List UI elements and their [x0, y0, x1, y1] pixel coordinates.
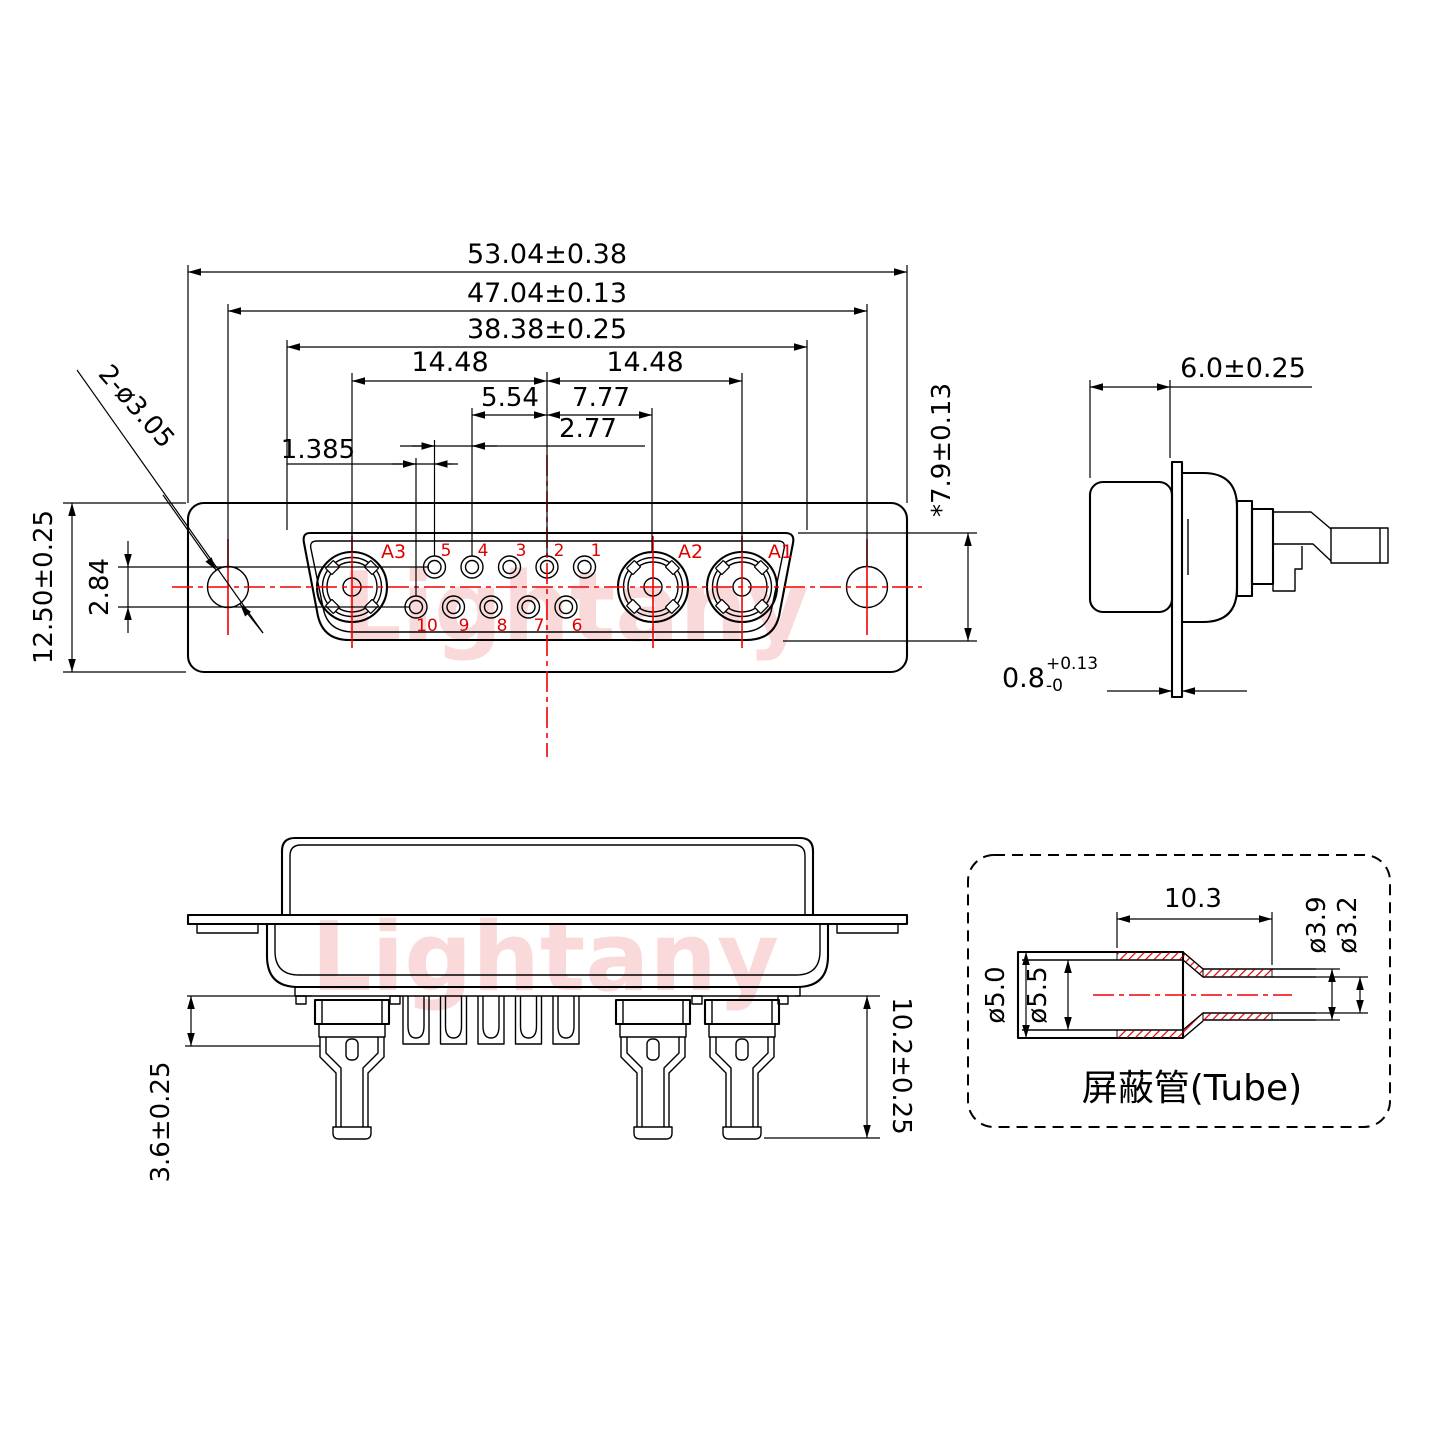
tube-dim-lines	[1022, 912, 1368, 1038]
side-step2	[1250, 507, 1275, 586]
dim-row-gap: 2.84	[85, 558, 115, 616]
dim-hole-span: 47.04±0.13	[467, 278, 627, 309]
label-pin-10: 10	[416, 616, 438, 636]
side-flange	[1170, 460, 1184, 699]
side-view: 6.0±0.25 0.8 +0.13 -0	[1002, 353, 1389, 699]
label-a1: A1	[768, 541, 793, 563]
dim-flange-tol-plus: +0.13	[1046, 654, 1098, 674]
dim-center-to-a3: 14.48	[411, 347, 488, 378]
tube-detail-border	[967, 854, 1391, 1128]
dim-pin4-to-center: 5.54	[481, 383, 539, 413]
dim-center-to-a1: 14.48	[606, 347, 683, 378]
coax-terminal-a3	[313, 998, 391, 1141]
dim-id-small: ø3.2	[1333, 896, 1363, 953]
label-a2: A2	[678, 541, 703, 563]
insulator-plate	[294, 986, 801, 997]
front-view: 53.04±0.38 47.04±0.13 38.38±0.25 14.48 1…	[29, 239, 977, 757]
label-pin-1: 1	[591, 541, 602, 561]
dimension-lines	[68, 268, 972, 672]
flange-ear-right	[836, 923, 899, 934]
watermark-front: Lightany	[341, 553, 809, 663]
dim-flange-tol-minus: -0	[1046, 676, 1063, 696]
side-dim-lines	[1089, 380, 1312, 695]
side-rear-body	[1180, 471, 1239, 624]
insert-outline-outer	[302, 531, 795, 642]
label-pin-3: 3	[516, 541, 527, 561]
dim-shell-depth: 6.0±0.25	[1180, 353, 1306, 384]
dim-cup-length: 3.6±0.25	[146, 1061, 176, 1182]
label-pin-2: 2	[554, 541, 565, 561]
label-pin-9: 9	[459, 616, 470, 636]
label-a3: A3	[381, 541, 406, 563]
insert-outline-inner	[309, 540, 786, 633]
dim-tube-length: 10.3	[1164, 884, 1222, 914]
tube-detail: 10.3 ø3.9 ø3.2 ø5.0 ø5.5 屏蔽管(Tube)	[967, 854, 1391, 1128]
coax-terminal-a1	[703, 998, 781, 1141]
side-step1	[1235, 499, 1254, 598]
label-pin-6: 6	[572, 616, 583, 636]
watermark-section: Lightany	[311, 903, 779, 1013]
dim-tail-length: 10.2±0.25	[886, 997, 916, 1135]
coax-terminal-a2	[614, 998, 692, 1141]
dim-flange-thickness: 0.8	[1002, 663, 1045, 694]
dim-insert-height: *7.9±0.13	[927, 383, 957, 517]
side-shell	[1088, 480, 1174, 614]
extension-lines	[63, 265, 977, 673]
dim-od-big: ø5.0	[981, 966, 1011, 1023]
tube-shield-hatch	[1116, 951, 1273, 1039]
rear-shell-inner	[274, 924, 821, 976]
side-tail-contact	[1272, 511, 1389, 592]
section-flange	[186, 913, 909, 926]
section-view: 3.6±0.25 10.2±0.25	[146, 836, 916, 1183]
dim-insert-width: 38.38±0.25	[467, 314, 627, 345]
dim-od-small: ø3.9	[1302, 896, 1332, 953]
dim-mount-holes: 2-ø3.05	[92, 359, 180, 454]
label-pin-7: 7	[534, 616, 545, 636]
section-dim-lines	[185, 995, 880, 1139]
flange-ear-left	[196, 923, 259, 934]
label-pin-5: 5	[441, 541, 452, 561]
label-pin-4: 4	[478, 541, 489, 561]
dim-center-to-a2: 7.77	[572, 383, 630, 413]
dim-overall-width: 53.04±0.38	[467, 239, 627, 270]
label-pin-8: 8	[497, 616, 508, 636]
hood-inner	[289, 844, 806, 915]
tube-label: 屏蔽管(Tube)	[1082, 1068, 1302, 1109]
hood-outer	[280, 836, 815, 917]
dim-row-offset: 1.385	[281, 435, 355, 465]
dim-id-big: ø5.5	[1023, 966, 1053, 1023]
dim-pin-pitch: 2.77	[559, 414, 617, 444]
dim-flange-height: 12.50±0.25	[29, 510, 59, 664]
